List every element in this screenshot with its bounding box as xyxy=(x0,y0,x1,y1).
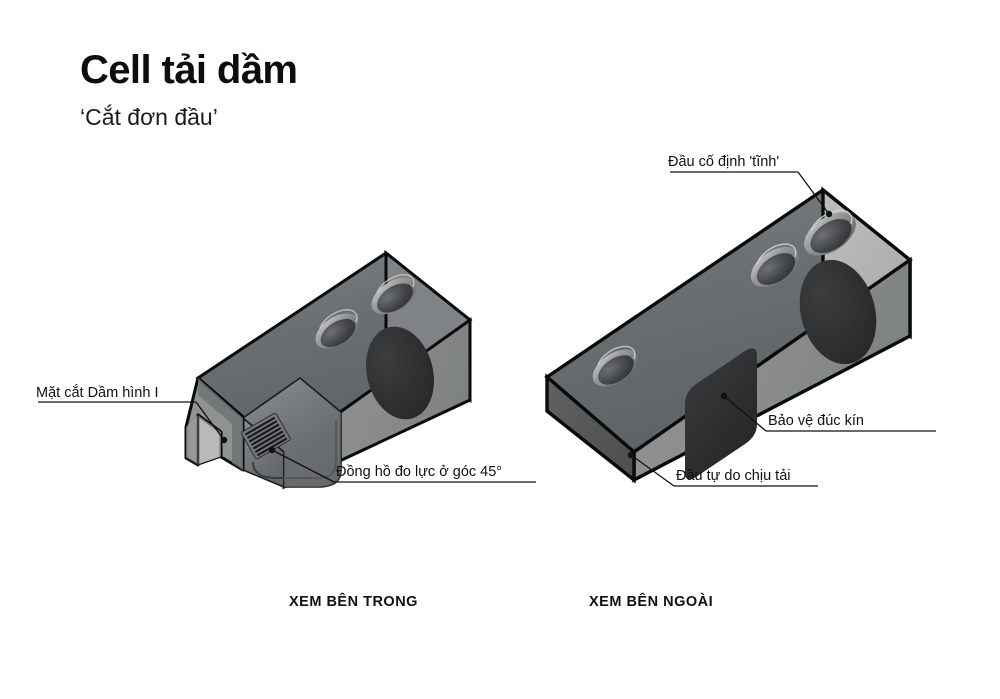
beam-inside-end-cap xyxy=(384,249,472,403)
beam-outside-potting-panel xyxy=(685,348,757,480)
beam-inside-bore-1 xyxy=(315,309,359,349)
leader-i-section xyxy=(38,401,228,444)
beam-outside-view xyxy=(544,171,936,487)
beam-inside-top-face xyxy=(195,251,473,454)
caption-inside-view: XEM BÊN TRONG xyxy=(289,594,418,610)
beam-inside-bore-2 xyxy=(371,274,417,315)
label-fixed-end: Đầu cố định 'tĩnh' xyxy=(668,154,780,170)
page-subtitle: ‘Cắt đơn đầu’ xyxy=(80,104,218,130)
label-strain-gauge: Đồng hồ đo lực ở góc 45° xyxy=(336,464,503,480)
beam-outside-front-face xyxy=(632,256,912,483)
beam-outside-end-cap-left xyxy=(545,373,636,484)
beam-outside-bore-2 xyxy=(750,243,800,288)
beam-inside-view xyxy=(38,249,536,490)
label-free-end: Đầu tự do chịu tải xyxy=(676,468,791,484)
beam-inside-cavity xyxy=(242,416,285,489)
page-title: Cell tải dầm xyxy=(80,48,298,92)
beam-outside-bore-1 xyxy=(592,345,638,387)
beam-inside-front-face xyxy=(282,317,472,490)
caption-outside-view: XEM BÊN NGOÀI xyxy=(589,594,714,610)
beam-inside-cavity-fillet xyxy=(252,420,337,479)
label-i-section: Mặt cắt Dầm hình I xyxy=(36,385,159,401)
beam-outside-end-cap-right xyxy=(821,186,912,340)
beam-outside-front-ellipse xyxy=(799,259,877,365)
label-potting: Bảo vệ đúc kín xyxy=(768,413,864,429)
beam-inside-cavity-shadow xyxy=(284,412,341,487)
strain-gauge xyxy=(241,412,291,460)
leader-fixed-end xyxy=(670,171,833,218)
beam-outside-bore-3 xyxy=(804,209,856,256)
beam-inside-i-section xyxy=(184,376,245,472)
beam-inside-cavity-wall xyxy=(241,376,342,488)
beam-inside-front-ellipse xyxy=(366,326,434,420)
